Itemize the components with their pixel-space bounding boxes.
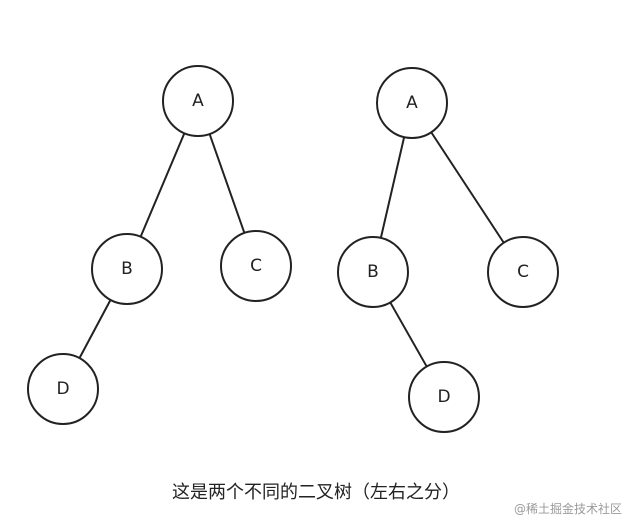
right-node-c xyxy=(487,236,559,308)
right-edge-b-d xyxy=(389,301,428,368)
left-edge-b-d xyxy=(78,298,112,360)
left-edge-a-c xyxy=(208,133,246,234)
right-node-d xyxy=(408,361,480,433)
left-node-a-label: A xyxy=(192,91,204,111)
right-node-d-label: D xyxy=(437,387,450,407)
right-tree: A B C D xyxy=(337,67,559,433)
left-node-d-label: D xyxy=(56,379,69,399)
left-node-d xyxy=(27,353,99,425)
left-node-c-label: C xyxy=(250,256,262,276)
right-node-b-label: B xyxy=(367,262,379,282)
left-node-a xyxy=(162,65,234,137)
left-node-c xyxy=(220,230,292,302)
left-node-b-label: B xyxy=(121,259,133,279)
right-edge-a-c xyxy=(430,131,505,244)
right-node-a-label: A xyxy=(406,93,418,113)
left-edge-a-b xyxy=(139,132,186,238)
left-node-b xyxy=(91,233,163,305)
diagram-caption: 这是两个不同的二叉树（左右之分） xyxy=(172,482,460,503)
watermark-text: @稀土掘金技术社区 xyxy=(513,502,622,516)
right-node-a xyxy=(376,67,448,139)
right-node-b xyxy=(337,236,409,308)
right-edge-a-b xyxy=(379,136,406,239)
left-tree: A B C D xyxy=(27,65,292,425)
right-node-c-label: C xyxy=(517,262,529,282)
